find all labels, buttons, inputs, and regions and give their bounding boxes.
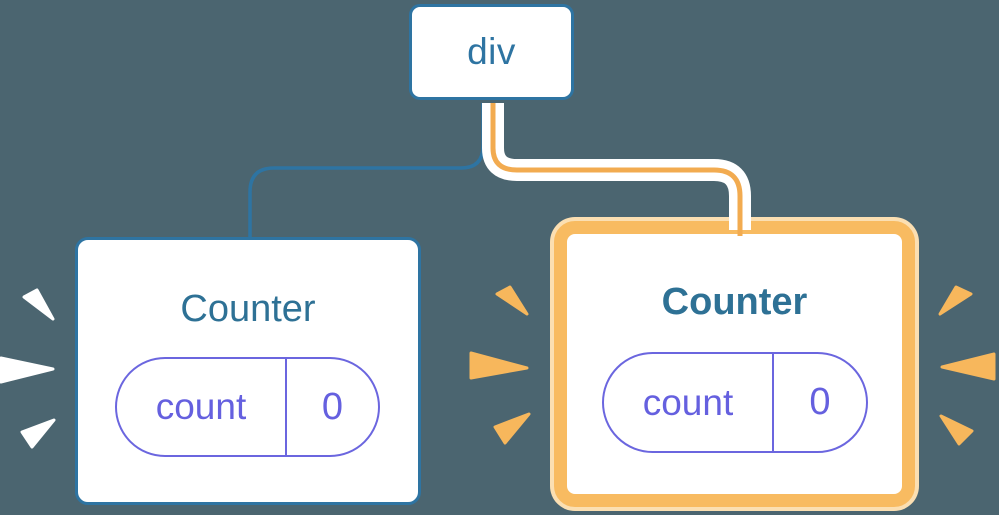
counter-title: Counter xyxy=(180,288,316,330)
burst-group-right-card-left xyxy=(469,285,531,445)
state-value: 0 xyxy=(809,381,831,423)
state-pill: count 0 xyxy=(115,357,380,457)
burst-group-left-white xyxy=(0,288,56,449)
burst-ray xyxy=(939,414,974,446)
burst-ray xyxy=(0,356,55,384)
burst-group-right-card-right xyxy=(938,285,996,446)
root-node-div: div xyxy=(409,4,574,100)
burst-ray xyxy=(940,352,996,381)
state-key: count xyxy=(604,354,774,451)
counter-title: Counter xyxy=(661,281,808,323)
connector-left-blue xyxy=(248,103,485,237)
state-key: count xyxy=(117,359,287,455)
counter-card-left: Counter count 0 xyxy=(75,237,421,505)
state-value: 0 xyxy=(321,385,344,428)
counter-card-right-highlighted: Counter count 0 xyxy=(554,221,915,507)
connector-right-casing xyxy=(482,103,751,230)
root-node-label: div xyxy=(467,31,516,72)
burst-ray xyxy=(20,418,56,449)
connector-right-orange xyxy=(490,103,743,236)
burst-ray xyxy=(493,412,531,445)
burst-ray xyxy=(22,288,55,321)
burst-ray xyxy=(469,351,529,380)
burst-ray xyxy=(495,285,529,316)
burst-ray xyxy=(938,285,973,316)
state-pill: count 0 xyxy=(602,352,868,453)
